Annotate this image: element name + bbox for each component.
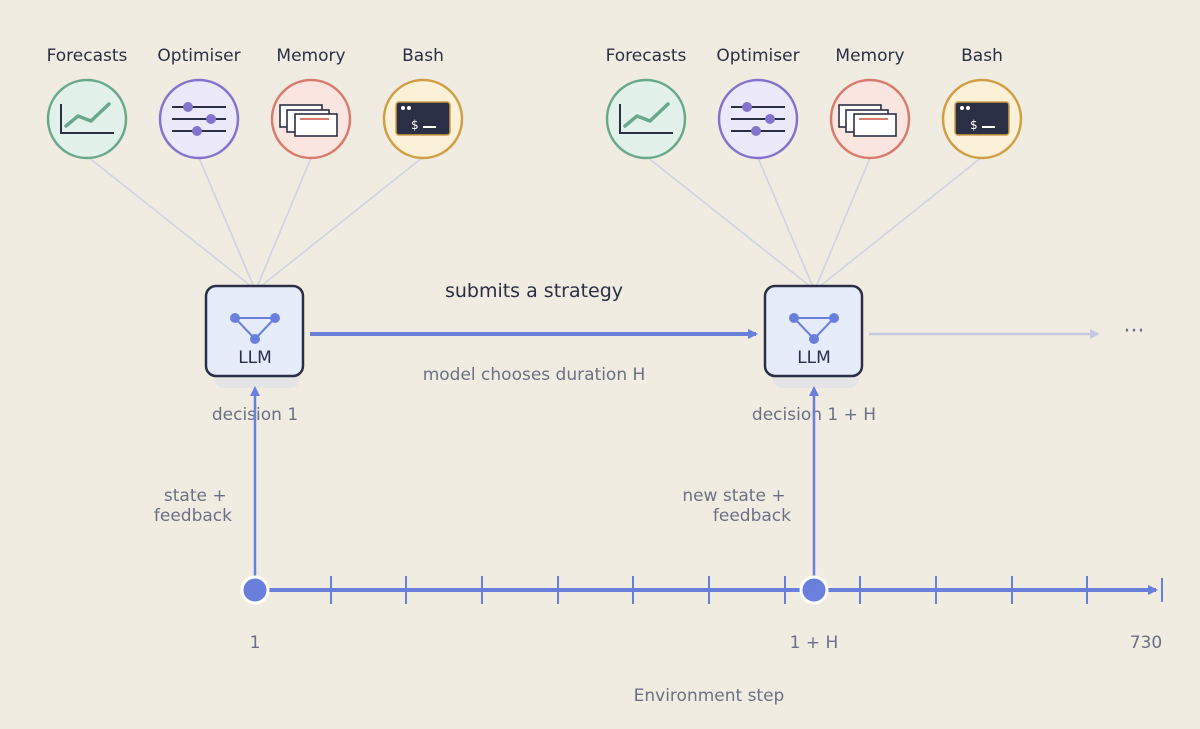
- sliders-icon: [158, 78, 240, 160]
- terminal-icon: $: [941, 78, 1023, 160]
- terminal-prompt: $: [411, 118, 419, 132]
- llm-node-2: LLM: [763, 284, 864, 388]
- chart-line-icon: [605, 78, 687, 160]
- input-label-line: state +: [164, 486, 227, 506]
- tool-label-forecasts: Forecasts: [47, 46, 128, 66]
- duration-label: model chooses duration H: [423, 365, 646, 385]
- axis-label: Environment step: [634, 686, 785, 706]
- timeline-marker-start: [240, 575, 270, 605]
- llm-node-1: LLM: [204, 284, 305, 388]
- tool-label-memory: Memory: [835, 46, 904, 66]
- tick-label-mid: 1 + H: [790, 633, 839, 653]
- input-label-line: new state +: [682, 486, 785, 506]
- tool-label-memory: Memory: [276, 46, 345, 66]
- tick-label-start: 1: [250, 633, 261, 653]
- input-label-1: state + feedback: [154, 486, 232, 526]
- tool-group-2: Forecasts Optimiser Memory Bash: [605, 46, 1023, 288]
- input-label-2: new state + feedback: [682, 486, 791, 526]
- chart-line-icon: [46, 78, 128, 160]
- timeline: 1 1 + H 730 Environment step: [240, 575, 1163, 706]
- timeline-ticks: [330, 576, 1088, 604]
- tool-label-optimiser: Optimiser: [716, 46, 799, 66]
- sliders-icon: [717, 78, 799, 160]
- tick-label-end: 730: [1130, 633, 1162, 653]
- input-label-line: feedback: [713, 506, 791, 526]
- network-icon: [789, 313, 839, 344]
- tool-connectors-2: [646, 156, 983, 288]
- tool-label-bash: Bash: [402, 46, 444, 66]
- input-label-line: feedback: [154, 506, 232, 526]
- strategy-label: submits a strategy: [445, 280, 623, 302]
- tool-label-forecasts: Forecasts: [606, 46, 687, 66]
- terminal-prompt: $: [970, 118, 978, 132]
- network-icon: [230, 313, 280, 344]
- terminal-icon: $: [382, 78, 464, 160]
- continuation-ellipsis: ···: [1124, 319, 1145, 344]
- stacked-documents-icon: [829, 78, 911, 160]
- timeline-marker-mid: [799, 575, 829, 605]
- tool-label-bash: Bash: [961, 46, 1003, 66]
- llm-label: LLM: [238, 348, 272, 368]
- tool-label-optimiser: Optimiser: [157, 46, 240, 66]
- stacked-documents-icon: [270, 78, 352, 160]
- llm-label: LLM: [797, 348, 831, 368]
- tool-connectors-1: [87, 156, 424, 288]
- tool-group-1: Forecasts Optimiser Memory Bash: [46, 46, 464, 288]
